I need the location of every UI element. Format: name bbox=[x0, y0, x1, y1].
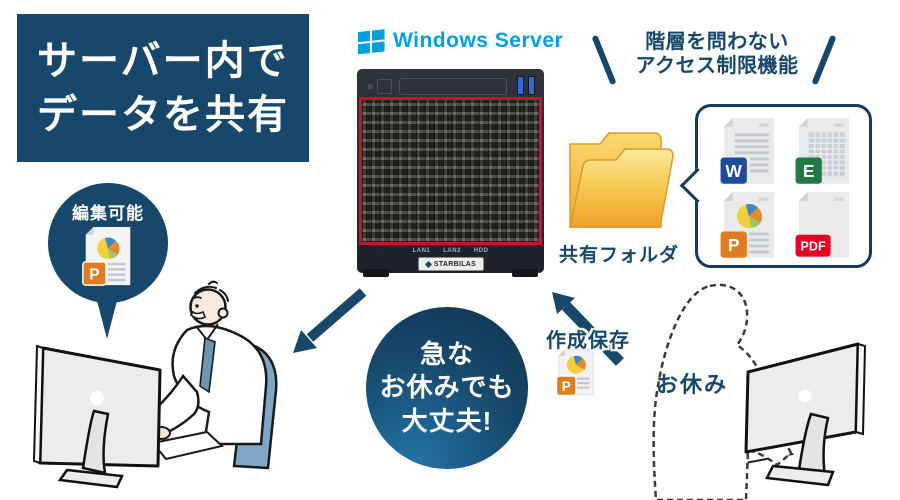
keyboard-icon bbox=[151, 430, 225, 461]
hair-strokes bbox=[194, 280, 229, 302]
led-label-lan1: LAN1 bbox=[412, 248, 431, 254]
windows-flag-icon bbox=[358, 29, 385, 54]
document-grid: W E bbox=[698, 107, 869, 265]
access-note-line-2: アクセス制限機能 bbox=[635, 55, 799, 77]
ppt-badge-letter: P bbox=[728, 235, 740, 255]
saved-ppt-document: P bbox=[555, 349, 596, 402]
access-restriction-note: 階層を問わない アクセス制限機能 bbox=[608, 30, 826, 78]
word-doc-icon: W bbox=[720, 118, 775, 184]
server-foot-right bbox=[512, 269, 538, 277]
server-vent-slot bbox=[399, 78, 507, 95]
folder-icon bbox=[569, 132, 674, 228]
absence-label: お休み bbox=[656, 372, 729, 397]
server-foot-left bbox=[363, 269, 389, 277]
editable-ppt-badge: P bbox=[89, 266, 99, 283]
server-usb-port-1 bbox=[517, 76, 524, 95]
powerpoint-document: P bbox=[718, 191, 781, 261]
circle-line-3: 大丈夫! bbox=[401, 405, 493, 436]
server-power-led bbox=[368, 84, 373, 89]
server-button bbox=[377, 79, 392, 94]
save-ppt-badge: P bbox=[562, 379, 571, 394]
nas-server: LAN1 LAN2 HDD STARBILAS bbox=[357, 69, 544, 277]
office-worker-illustration bbox=[32, 280, 278, 489]
server-led-labels: LAN1 LAN2 HDD bbox=[357, 248, 544, 254]
brand-badge-text: STARBILAS bbox=[433, 260, 477, 268]
access-note-line-1: 階層を問わない bbox=[645, 31, 789, 53]
monitor-back-icon-right bbox=[744, 342, 867, 487]
pdf-doc-icon: PDF bbox=[795, 192, 849, 258]
title-line-1: サーバー内で bbox=[37, 39, 289, 83]
powerpoint-doc-icon: P bbox=[720, 192, 775, 258]
led-label-hdd: HDD bbox=[473, 248, 489, 254]
windows-server-logo: Windows Server bbox=[358, 27, 563, 54]
pdf-badge-letters: PDF bbox=[800, 240, 825, 254]
excel-doc-icon: E bbox=[795, 118, 849, 184]
necktie bbox=[199, 336, 216, 394]
word-document: W bbox=[718, 117, 781, 187]
shared-folder-label: 共有フォルダ bbox=[558, 245, 679, 266]
editable-ppt-doc-icon: P bbox=[82, 226, 131, 286]
reassurance-circle: 急な お休みでも 大丈夫! bbox=[366, 307, 528, 469]
pdf-document: PDF bbox=[793, 191, 856, 261]
document-types-panel: W E bbox=[679, 104, 872, 268]
shared-folder bbox=[564, 114, 674, 240]
editable-label: 編集可能 bbox=[72, 204, 144, 223]
server-brand-badge: STARBILAS bbox=[418, 257, 484, 271]
excel-document: E bbox=[793, 117, 856, 187]
editable-speech-bubble: 編集可能 P bbox=[48, 183, 168, 303]
windows-server-label: Windows Server bbox=[393, 28, 564, 52]
title-line-2: データを共有 bbox=[37, 93, 289, 137]
server-mesh-front bbox=[359, 97, 542, 245]
led-label-lan2: LAN2 bbox=[443, 248, 461, 254]
word-badge-letter: W bbox=[726, 161, 743, 181]
excel-badge-letter: E bbox=[803, 161, 815, 181]
circle-line-2: お休みでも bbox=[379, 372, 515, 403]
server-usb-port-2 bbox=[528, 76, 535, 95]
circle-line-1: 急な bbox=[419, 339, 474, 370]
save-ppt-doc-icon: P bbox=[555, 349, 594, 397]
title-banner: サーバー内で データを共有 bbox=[17, 14, 309, 162]
brand-mark-icon bbox=[424, 260, 432, 268]
bubble-tail-icon bbox=[96, 297, 118, 339]
